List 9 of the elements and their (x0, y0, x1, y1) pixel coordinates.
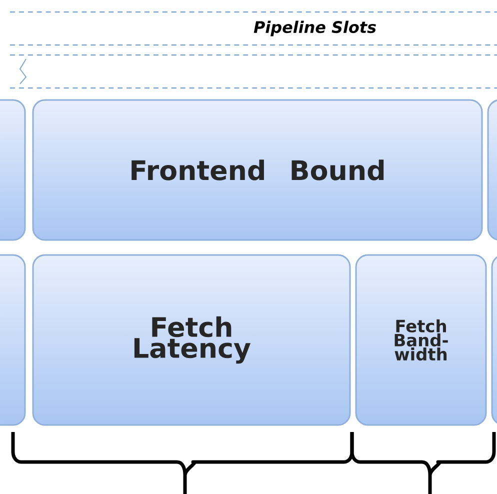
rounded-box: Fetch Latency (32, 254, 351, 426)
dashed-band: Pipeline Slots (9, 11, 497, 46)
rounded-box (487, 99, 497, 241)
rounded-box (491, 254, 497, 426)
rounded-box: Fetch Band-width (355, 254, 487, 426)
rounded-box (0, 99, 26, 241)
dashed-band (9, 54, 497, 89)
rounded-box: Frontend Bound (32, 99, 483, 241)
rounded-box (0, 254, 26, 426)
